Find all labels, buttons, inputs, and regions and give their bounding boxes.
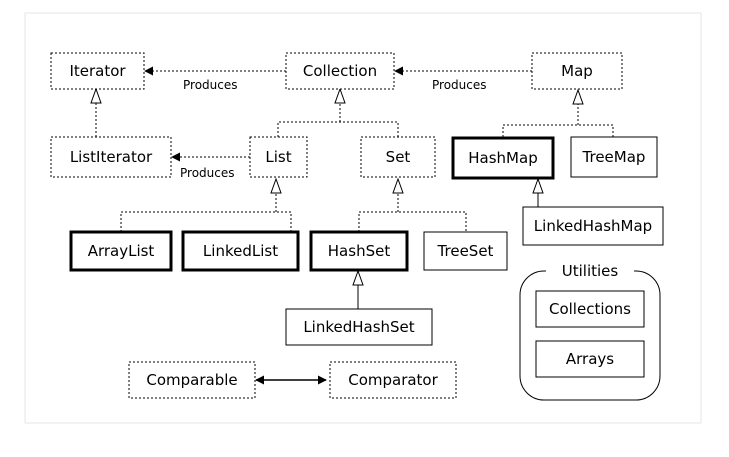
- inherit-arrow: [392, 177, 404, 194]
- node-label: ListIterator: [70, 148, 153, 166]
- utilities-group: Utilities Collections Arrays: [519, 259, 661, 401]
- inherit-arrow: [270, 177, 282, 194]
- node-label: HashSet: [328, 242, 391, 260]
- node-map: Map: [531, 52, 623, 90]
- node-label: Iterator: [69, 62, 126, 80]
- node-label: HashMap: [468, 149, 537, 167]
- node-label: ArrayList: [88, 242, 155, 260]
- utility-collections: Collections: [535, 290, 645, 328]
- node-hash-set: HashSet: [309, 230, 409, 272]
- node-label: TreeSet: [437, 242, 494, 260]
- edges: [90, 66, 614, 385]
- inherit-arrow: [532, 177, 544, 194]
- node-label: LinkedList: [203, 242, 278, 260]
- node-list-iterator: ListIterator: [50, 136, 172, 178]
- node-comparator: Comparator: [329, 361, 457, 399]
- node-linked-list: LinkedList: [181, 230, 300, 272]
- node-label: LinkedHashMap: [534, 217, 652, 235]
- inherit-arrow: [90, 87, 102, 104]
- utility-label: Collections: [549, 300, 631, 318]
- node-label: List: [265, 148, 291, 166]
- utilities-title: Utilities: [562, 262, 619, 280]
- node-tree-set: TreeSet: [423, 231, 508, 271]
- edge-sets-bracket: [358, 211, 467, 232]
- node-iterator: Iterator: [50, 52, 145, 90]
- inherit-arrow: [352, 269, 364, 286]
- inherit-arrow: [334, 87, 346, 104]
- node-label: Comparator: [348, 371, 438, 389]
- inherit-arrow: [572, 88, 584, 105]
- edge-label-produces: Produces: [183, 78, 238, 92]
- node-list: List: [249, 136, 308, 178]
- node-label: Collection: [303, 62, 377, 80]
- utility-label: Arrays: [566, 350, 614, 368]
- node-collection: Collection: [285, 52, 395, 90]
- node-array-list: ArrayList: [69, 230, 173, 272]
- node-set: Set: [360, 136, 436, 178]
- node-comparable: Comparable: [128, 361, 256, 399]
- edge-lists-bracket: [120, 211, 292, 232]
- node-label: Map: [561, 62, 593, 80]
- node-hash-map: HashMap: [451, 136, 555, 180]
- node-tree-map: TreeMap: [570, 136, 658, 178]
- edge-maps-bracket: [502, 124, 614, 137]
- node-label: TreeMap: [582, 148, 646, 166]
- edge-label-produces: Produces: [432, 78, 487, 92]
- node-label: Set: [386, 148, 411, 166]
- node-linked-hash-map: LinkedHashMap: [522, 206, 664, 246]
- utility-arrays: Arrays: [535, 340, 645, 378]
- node-linked-hash-set: LinkedHashSet: [285, 308, 433, 346]
- node-label: LinkedHashSet: [303, 318, 414, 336]
- edge-label-produces: Produces: [180, 166, 235, 180]
- node-label: Comparable: [146, 371, 237, 389]
